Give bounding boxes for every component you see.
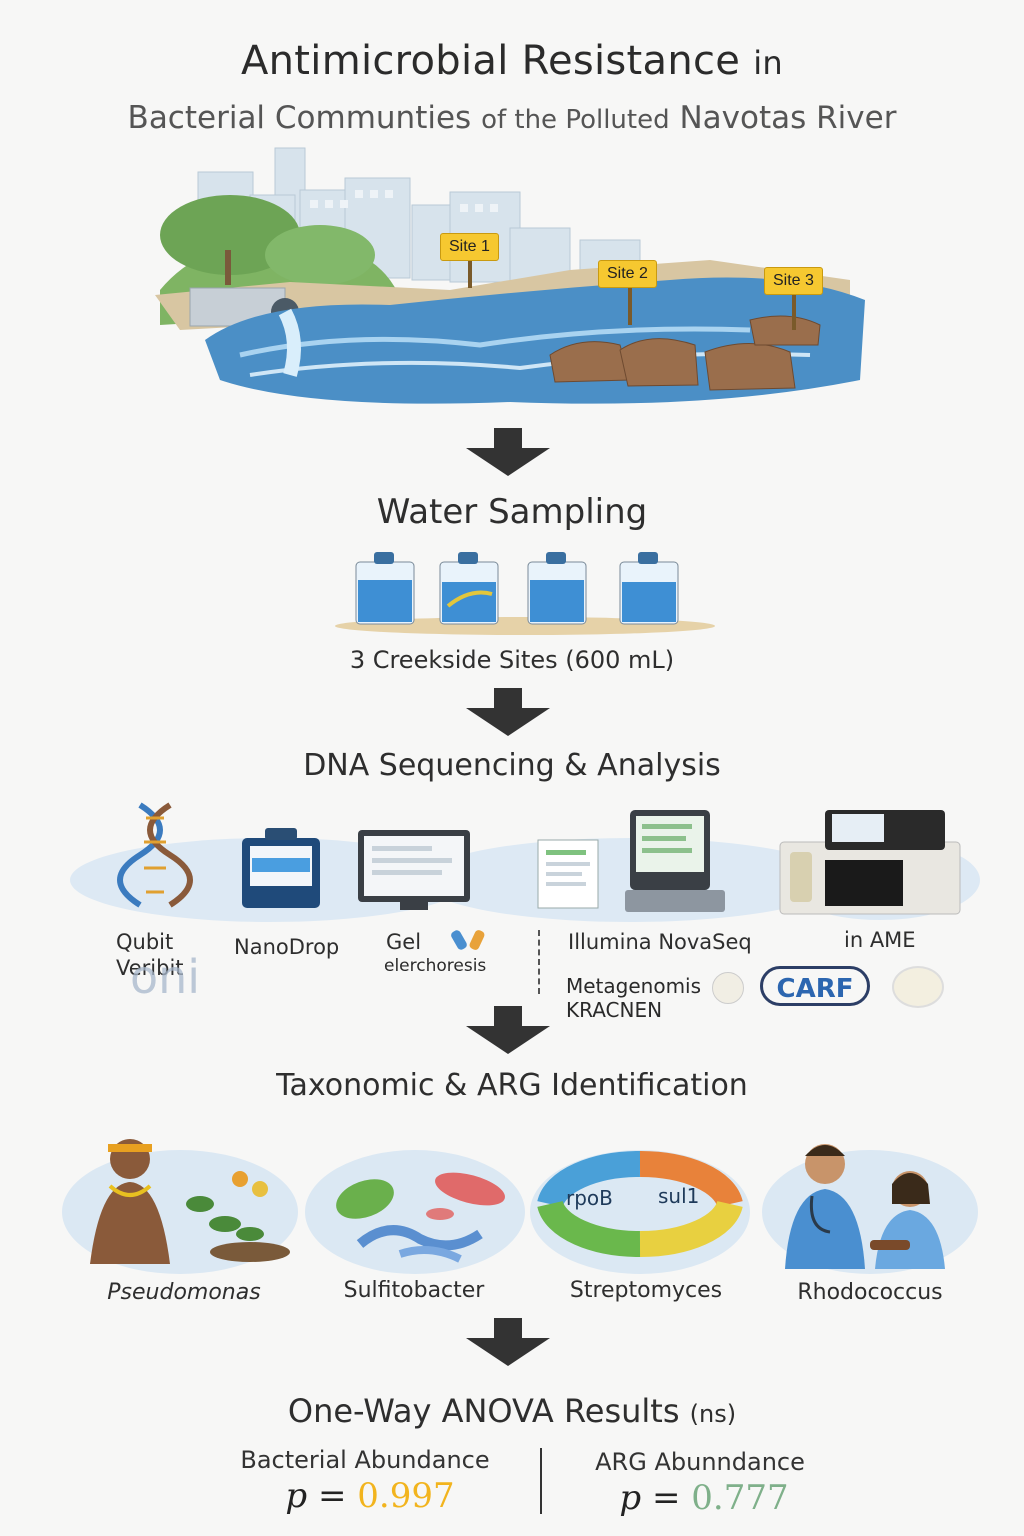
dial-icon	[712, 972, 744, 1004]
species-rhodococcus: Rhodococcus	[797, 1280, 943, 1305]
identification-illustrations	[62, 1139, 978, 1274]
label-kraken: KRACNEN	[566, 998, 663, 1022]
result-value-arg: p = 0.777	[619, 1478, 789, 1518]
qubit-logo: oni	[130, 950, 201, 1004]
results-divider	[540, 1448, 542, 1514]
step-heading-sampling: Water Sampling	[376, 492, 648, 532]
clock-icon	[892, 966, 944, 1008]
step-heading-sequencing: DNA Sequencing & Analysis	[303, 748, 721, 783]
site-1-sign: Site 1	[440, 233, 499, 261]
sample-jars-illustration	[335, 552, 715, 635]
label-illumina: Illumina NovaSeq	[568, 930, 752, 954]
label-qubit: Qubit	[116, 930, 174, 954]
step-heading-identification: Taxonomic & ARG Identification	[276, 1068, 748, 1103]
label-veribit: Veribit	[116, 956, 184, 980]
label-nanodrop: NanoDrop	[234, 935, 340, 959]
label-ame: in AME	[844, 928, 916, 952]
label-electrophoresis: elerchoresis	[384, 956, 487, 976]
bracket-decoration	[538, 930, 550, 994]
result-value-bacterial: p = 0.997	[285, 1476, 455, 1516]
gene-label-rpob: rpoB	[566, 1186, 613, 1210]
result-label-bacterial: Bacterial Abundance	[240, 1446, 490, 1474]
tubes-icon	[451, 930, 485, 950]
result-label-arg: ARG Abunndance	[595, 1448, 805, 1476]
species-sulfitobacter: Sulfitobacter	[343, 1278, 485, 1303]
label-gel: Gel	[386, 930, 422, 954]
title-line-2: Bacterial Communties of the Polluted Nav…	[127, 100, 897, 136]
card-badge: CARF	[760, 966, 870, 1006]
site-2-sign: Site 2	[598, 260, 657, 288]
title-line-1: Antimicrobial Resistance in	[240, 38, 783, 84]
sampling-caption: 3 Creekside Sites (600 mL)	[349, 646, 675, 674]
gene-label-sul1: sul1	[658, 1184, 700, 1208]
flow-arrow-1	[466, 428, 550, 476]
species-pseudomonas: Pseudomonas	[107, 1280, 261, 1305]
species-streptomyces: Streptomyces	[569, 1278, 723, 1303]
site-3-sign: Site 3	[764, 267, 823, 295]
river-illustration	[155, 147, 865, 404]
step-heading-anova: One-Way ANOVA Results (ns)	[287, 1392, 737, 1430]
flow-arrow-2	[466, 688, 550, 736]
label-metagenomics: Metagenomis	[566, 974, 702, 998]
sequencing-equipment-illustration	[70, 802, 980, 922]
flow-arrow-4	[466, 1318, 550, 1366]
flow-arrow-3	[466, 1006, 550, 1054]
